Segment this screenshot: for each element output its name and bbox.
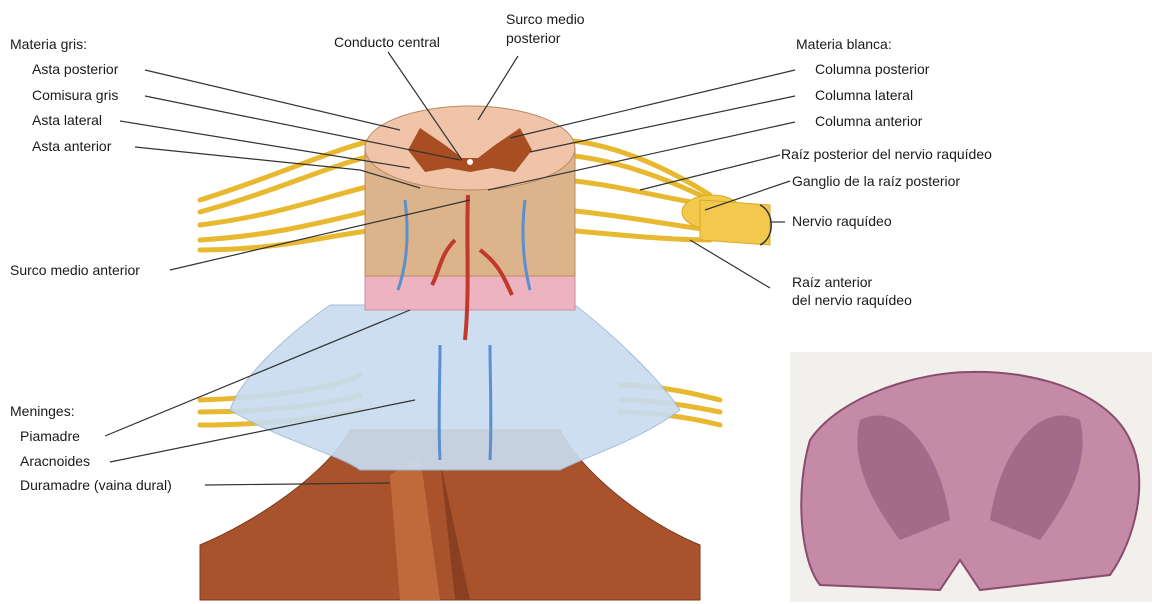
spinal-nerve-trunk	[700, 200, 770, 245]
label-anterior-median-fissure: Surco medio anterior	[10, 262, 140, 279]
pia-mater-band	[365, 272, 575, 310]
label-ventral-root-line2: del nervio raquídeo	[792, 292, 912, 309]
white-matter-heading: Materia blanca:	[796, 36, 892, 53]
label-dorsal-horn: Asta posterior	[32, 61, 118, 78]
label-pia-mater: Piamadre	[20, 428, 80, 445]
meninges-heading: Meninges:	[10, 403, 75, 420]
central-canal	[467, 159, 473, 165]
label-gray-commissure: Comisura gris	[32, 87, 118, 104]
label-dorsal-root: Raíz posterior del nervio raquídeo	[781, 146, 992, 163]
label-ventral-horn: Asta anterior	[32, 138, 111, 155]
label-dorsal-root-ganglion: Ganglio de la raíz posterior	[792, 173, 960, 190]
label-lateral-column: Columna lateral	[815, 87, 913, 104]
label-spinal-nerve: Nervio raquídeo	[792, 213, 892, 230]
label-anterior-column: Columna anterior	[815, 113, 922, 130]
label-central-canal: Conducto central	[334, 34, 440, 51]
label-posterior-median-sulcus-line2: posterior	[506, 30, 560, 47]
label-ventral-root-line1: Raíz anterior	[792, 274, 872, 291]
micrograph-tissue	[801, 372, 1139, 590]
gray-matter-heading: Materia gris:	[10, 36, 87, 53]
label-lateral-horn: Asta lateral	[32, 112, 102, 129]
label-posterior-median-sulcus-line1: Surco medio	[506, 11, 585, 28]
label-dura-mater: Duramadre (vaina dural)	[20, 477, 172, 494]
label-arachnoid: Aracnoides	[20, 453, 90, 470]
label-posterior-column: Columna posterior	[815, 61, 929, 78]
arachnoid-layer	[230, 305, 680, 470]
